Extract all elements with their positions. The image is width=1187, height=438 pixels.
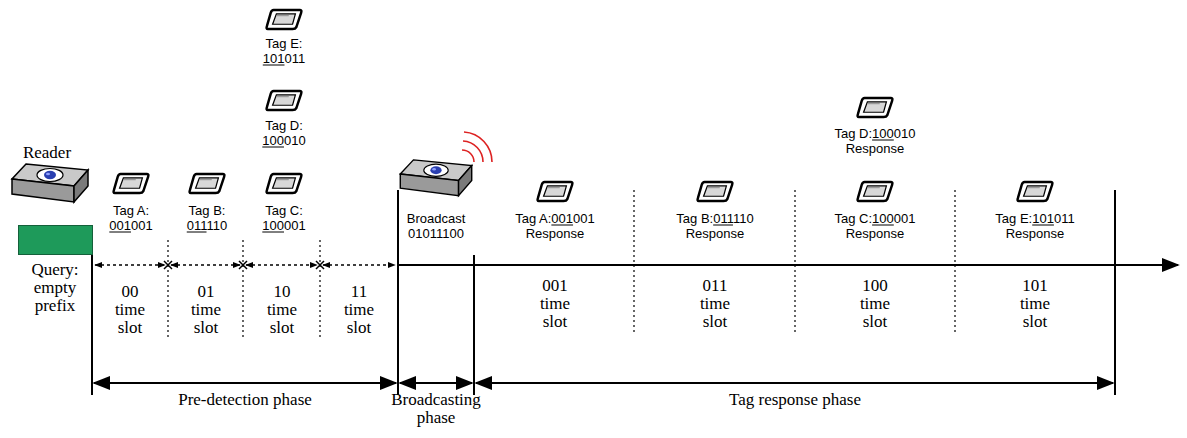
slot-arrows [95, 264, 395, 265]
tag-icon [538, 182, 573, 201]
drawing-part [242, 240, 243, 340]
drawing-part [323, 264, 395, 265]
text-label: Tag C:100001 Response [830, 211, 920, 241]
drawing-part [400, 382, 472, 384]
text-label: Tag D:100010 Response [830, 126, 920, 156]
drawing-part [397, 190, 399, 395]
tag-icon [267, 174, 302, 193]
text-label: Broadcasting phase [388, 391, 484, 427]
text-label: 00 time slot [110, 283, 150, 337]
text-label: 101 time slot [1015, 277, 1055, 331]
drawing-part [171, 264, 240, 265]
text-label: 001 time slot [535, 277, 575, 331]
text-label: Pre-detection phase [145, 391, 345, 409]
reader-icon [12, 164, 88, 202]
text-label: Reader [12, 144, 82, 162]
query-box: Query: empty prefix [10, 225, 100, 315]
query-label: Query: empty prefix [28, 261, 82, 315]
tag-icon [114, 174, 149, 193]
drawing-part [246, 264, 317, 265]
drawing-part [167, 240, 168, 340]
text-label: Tag C: 100001 [260, 203, 308, 233]
text-label: Tag E: 101011 [260, 36, 308, 66]
tag-icon [267, 10, 302, 29]
text-label: Tag response phase [695, 391, 895, 409]
reader-icon [400, 160, 471, 196]
text-label: 10 time slot [262, 283, 302, 337]
tag-icon [1018, 182, 1053, 201]
drawing-part [91, 255, 93, 395]
text-label: Tag D: 100010 [260, 118, 308, 148]
drawing-part [794, 190, 795, 335]
text-label: Tag B: 011110 [183, 203, 231, 233]
slot-marks [164, 261, 324, 269]
signal-waves [462, 132, 492, 162]
text-label: 01 time slot [186, 283, 226, 337]
drawing-part [954, 190, 955, 335]
text-label: Broadcast 01011100 [402, 211, 470, 241]
tag-icon [698, 182, 733, 201]
text-label: Tag E:101011 Response [990, 211, 1080, 241]
text-label: Tag A:001001 Response [510, 211, 600, 241]
query-fill [18, 225, 93, 255]
drawing-part [95, 264, 165, 265]
tag-icon [190, 174, 225, 193]
text-label: 11 time slot [339, 283, 379, 337]
drawing-part [319, 240, 320, 340]
drawing-part [94, 382, 396, 384]
drawing-part [633, 190, 634, 335]
tag-icon [267, 91, 302, 110]
text-label: 100 time slot [855, 277, 895, 331]
drawing-part [464, 132, 492, 162]
drawing-part [476, 382, 1113, 384]
tag-icon [858, 98, 893, 117]
slot-dividers [168, 190, 955, 340]
drawing-part [473, 255, 475, 395]
text-label: 011 time slot [695, 277, 735, 331]
tag-icon [858, 182, 893, 201]
drawing-part [1114, 190, 1116, 395]
phase-boundaries [92, 190, 1115, 395]
text-label: Tag A: 001001 [107, 203, 155, 233]
time-axis [398, 264, 1178, 266]
text-label: Tag B:011110 Response [670, 211, 760, 241]
drawing-part [463, 141, 483, 162]
phase-arrows [94, 382, 1113, 384]
drawing-part [462, 150, 474, 162]
